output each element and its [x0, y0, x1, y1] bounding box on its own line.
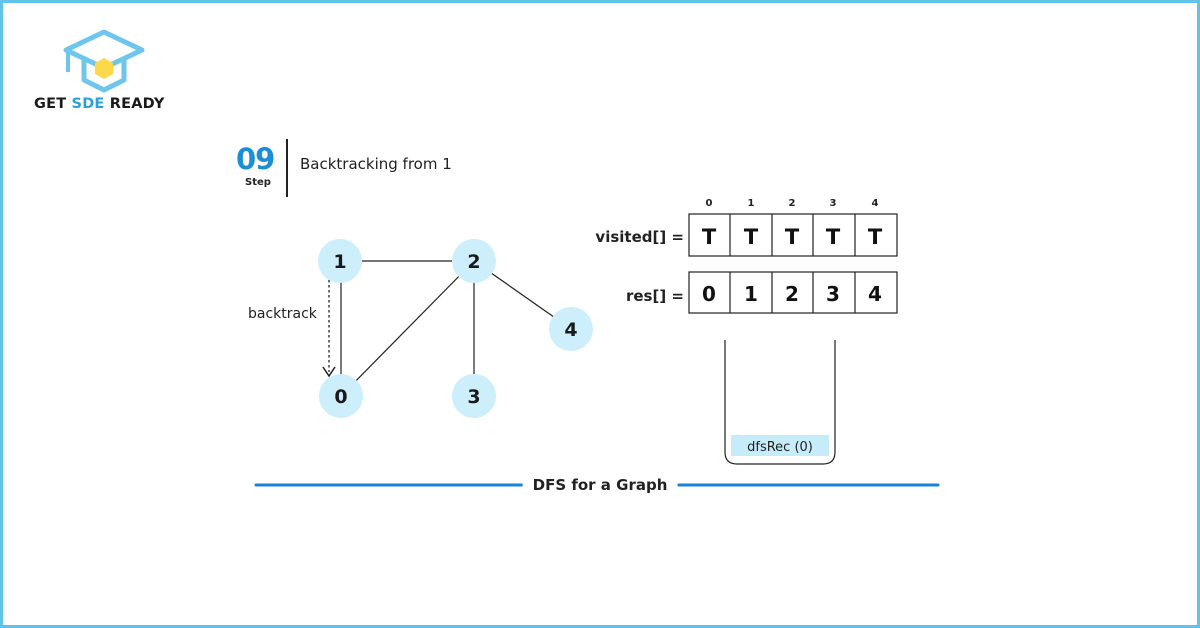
visited-label: visited[] = [595, 228, 684, 246]
graph-node-0: 0 [319, 374, 363, 418]
res-cell-0: 0 [702, 282, 716, 306]
step-divider [286, 139, 288, 197]
call-stack-container [724, 340, 836, 465]
step-number: 09 [236, 142, 275, 176]
array-index-4: 4 [872, 198, 879, 209]
visited-array-box [688, 213, 898, 257]
res-label: res[] = [626, 287, 684, 305]
array-index-2: 2 [789, 198, 796, 209]
backtrack-arrowhead [322, 366, 336, 378]
graph-node-4: 4 [549, 307, 593, 351]
stack-frame-label: dfsRec (0) [747, 440, 813, 455]
step-label: Step [245, 177, 271, 188]
array-index-1: 1 [748, 198, 755, 209]
visited-cell-0: T [702, 225, 717, 249]
visited-cell-2: T [785, 225, 800, 249]
visited-cell-1: T [744, 225, 759, 249]
graph-node-1: 1 [318, 239, 362, 283]
backtrack-label: backtrack [248, 306, 318, 322]
svg-text:0: 0 [334, 386, 347, 408]
array-index-3: 3 [830, 198, 837, 209]
svg-text:3: 3 [467, 386, 480, 408]
edge-2-0 [340, 260, 475, 397]
svg-text:2: 2 [467, 251, 480, 273]
graph-node-2: 2 [452, 239, 496, 283]
res-cell-2: 2 [785, 282, 799, 306]
svg-text:4: 4 [564, 319, 577, 341]
visited-cell-3: T [826, 225, 841, 249]
svg-text:1: 1 [333, 251, 346, 273]
array-index-0: 0 [706, 198, 713, 209]
logo-text: GET SDE READY [34, 96, 165, 112]
res-cell-1: 1 [744, 282, 758, 306]
res-cell-3: 3 [826, 282, 840, 306]
stack-frame-dfsrec-0 [731, 435, 829, 456]
res-cell-4: 4 [868, 282, 882, 306]
visited-cell-4: T [868, 225, 883, 249]
res-array-box [688, 271, 898, 314]
step-title: Backtracking from 1 [300, 155, 452, 173]
logo-icon [63, 29, 145, 93]
graph-node-3: 3 [452, 374, 496, 418]
footer-title: DFS for a Graph [522, 476, 678, 494]
